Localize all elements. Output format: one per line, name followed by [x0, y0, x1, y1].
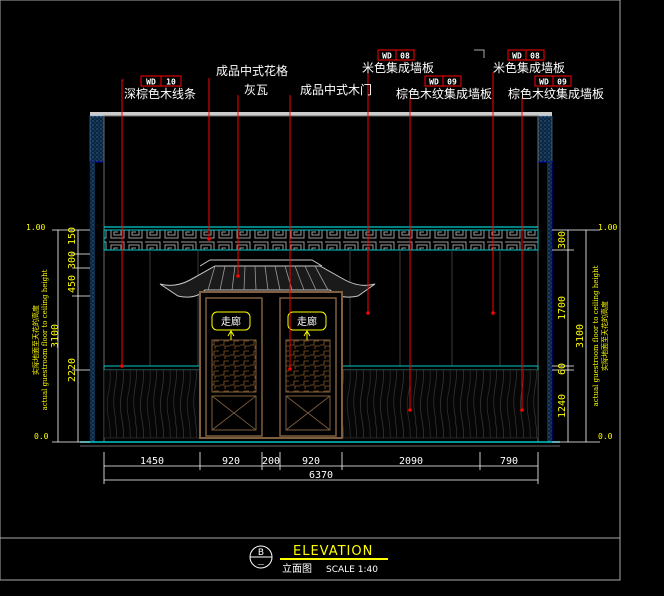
- svg-text:走廊: 走廊: [221, 315, 241, 328]
- left-level-top: 1.00: [26, 223, 45, 232]
- right-note-cn: 实际地面至天花的高度: [600, 301, 609, 371]
- left-dim-450: 450: [67, 275, 78, 293]
- callout-wd09-a: WD 09 棕色木纹集成墙板: [396, 75, 492, 101]
- svg-text:米色集成墙板: 米色集成墙板: [493, 60, 565, 75]
- left-dim-2220: 2220: [67, 358, 78, 382]
- left-wall-hatch: [90, 162, 95, 442]
- svg-text:WD: WD: [512, 52, 522, 61]
- bottom-dim-920-a: 920: [222, 456, 240, 467]
- drawing-title: ELEVATION: [293, 544, 373, 559]
- svg-text:WD: WD: [146, 78, 156, 87]
- section-marker: B —: [249, 545, 273, 569]
- grey-tile-roof: [159, 259, 376, 298]
- callout-lattice: 成品中式花格: [216, 63, 288, 78]
- corridor-sign-right: 走廊: [287, 311, 327, 340]
- svg-text:WD: WD: [429, 78, 439, 87]
- ceiling-slab: [90, 112, 552, 116]
- svg-text:WD: WD: [539, 78, 549, 87]
- bottom-dim-2090: 2090: [399, 456, 423, 467]
- left-note-cn: 实际地面至天花的高度: [31, 305, 40, 375]
- right-note-en: actual guestroom floor to ceiling height: [592, 265, 600, 406]
- drawing-scale: SCALE 1:40: [326, 565, 378, 575]
- svg-text:棕色木纹集成墙板: 棕色木纹集成墙板: [508, 86, 604, 101]
- wood-panel-left: [103, 369, 201, 439]
- right-dim-1240: 1240: [557, 394, 568, 418]
- left-note-en: actual guestroom floor to ceiling height: [41, 269, 49, 410]
- right-dim-60: 60: [557, 363, 568, 375]
- leader-dots: [120, 237, 524, 412]
- callout-grey-tile: 灰瓦: [244, 83, 268, 97]
- right-dim-3100: 3100: [575, 324, 586, 348]
- callout-wd10: WD 10 深棕色木线条: [124, 75, 196, 101]
- svg-text:成品中式木门: 成品中式木门: [300, 82, 372, 97]
- right-wall-top: [537, 115, 553, 163]
- svg-text:09: 09: [557, 78, 567, 87]
- right-dim-300: 300: [557, 231, 568, 249]
- svg-text:—: —: [258, 560, 265, 568]
- corridor-sign-left: 走廊: [211, 311, 251, 340]
- left-dim-300: 300: [67, 251, 78, 269]
- svg-text:成品中式花格: 成品中式花格: [216, 63, 288, 78]
- callout-wd08-b: WD 08 米色集成墙板: [474, 49, 565, 75]
- right-level-top: 1.00: [598, 223, 617, 232]
- left-dimension-chain: [52, 229, 90, 443]
- svg-text:棕色木纹集成墙板: 棕色木纹集成墙板: [396, 86, 492, 101]
- bottom-dim-200: 200: [262, 456, 280, 467]
- bottom-dim-920-b: 920: [302, 456, 320, 467]
- callout-wd09-b: WD 09 棕色木纹集成墙板: [508, 75, 604, 101]
- right-level-bottom: 0.0: [598, 432, 613, 441]
- svg-text:B: B: [258, 548, 264, 558]
- svg-text:深棕色木线条: 深棕色木线条: [124, 86, 196, 101]
- callout-wood-door: 成品中式木门: [300, 82, 372, 97]
- bottom-dim-total: 6370: [309, 470, 333, 481]
- bottom-dim-790: 790: [500, 456, 518, 467]
- svg-text:08: 08: [530, 52, 540, 61]
- left-dim-150: 150: [67, 227, 78, 245]
- left-level-bottom: 0.0: [34, 432, 49, 441]
- svg-text:10: 10: [166, 78, 176, 87]
- svg-text:米色集成墙板: 米色集成墙板: [362, 60, 434, 75]
- bottom-dim-1450: 1450: [140, 456, 164, 467]
- svg-text:09: 09: [447, 78, 457, 87]
- right-wall-hatch: [547, 162, 552, 442]
- left-dim-3100: 3100: [50, 324, 61, 348]
- svg-text:走廊: 走廊: [297, 315, 317, 328]
- drawing-subtitle: 立面图: [282, 562, 312, 575]
- wood-panel-right: [341, 369, 539, 439]
- fret-frieze: [103, 229, 539, 251]
- right-dimension-chain: [552, 229, 600, 443]
- svg-text:WD: WD: [382, 52, 392, 61]
- bottom-dimension-chain: [103, 452, 539, 484]
- right-dim-1700: 1700: [557, 296, 568, 320]
- callout-wd08-a: WD 08 米色集成墙板: [362, 49, 434, 75]
- svg-text:08: 08: [400, 52, 410, 61]
- sheet-border: [0, 0, 621, 581]
- left-wall-top: [89, 115, 105, 163]
- svg-text:灰瓦: 灰瓦: [244, 83, 268, 97]
- callout-leaders: [121, 72, 523, 410]
- wall-panel-lines: [149, 250, 501, 368]
